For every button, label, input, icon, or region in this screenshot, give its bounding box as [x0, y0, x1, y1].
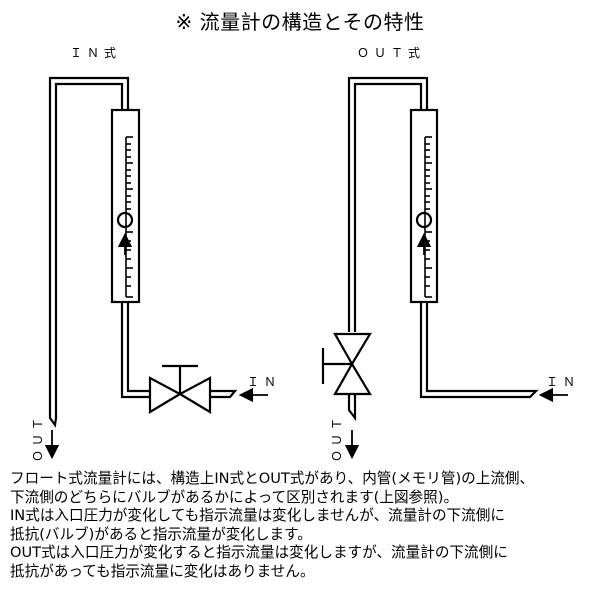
description-line: OUT式は入口圧力が変化すると指示流量は変化しますが、流量計の下流側に	[10, 544, 508, 562]
meter-tube	[110, 108, 141, 304]
meter-tube	[409, 108, 439, 304]
inlet-pipe-a	[120, 302, 150, 399]
description-line: 抵抗(バルブ)があると指示流量が変化します。	[10, 525, 312, 543]
inlet-pipe	[419, 302, 539, 399]
outlet-pipe-b	[347, 394, 357, 422]
outlet-pipe-a	[347, 76, 429, 332]
description-line: 抵抗があっても指示流量に変化はありません。	[10, 562, 315, 580]
out-type-outlet-label: ＯＵＴ	[330, 413, 344, 462]
description-line: 下流側のどちらにバルブがあるかによって区別されます(上図参照)。	[10, 488, 459, 506]
valve-right-cone	[177, 376, 212, 414]
valve-top-cone	[333, 332, 372, 367]
flowmeter-diagrams	[44, 76, 568, 460]
float	[415, 211, 433, 229]
in-type-label: ＩＮ式	[70, 46, 122, 60]
valve-left-cone	[148, 376, 183, 414]
valve-bottom-cone	[333, 361, 372, 396]
out-type-inlet-label: ＩＮ	[546, 375, 581, 389]
out-type-diagram	[321, 76, 568, 460]
in-type-outlet-label: ＯＵＴ	[31, 413, 45, 462]
page-title: ※ 流量計の構造とその特性	[175, 10, 425, 34]
description-line: IN式は入口圧力が変化しても指示流量は変化しませんが、流量計の下流側に	[10, 507, 505, 525]
outlet-pipe	[48, 76, 130, 428]
out-type-label: ＯＵＴ式	[357, 46, 426, 60]
in-type-inlet-label: ＩＮ	[247, 375, 282, 389]
scale	[125, 136, 133, 298]
in-type-diagram	[44, 76, 268, 460]
inlet-pipe-b	[210, 389, 238, 399]
float	[116, 211, 134, 229]
description-line: フロート式流量計には、構造上IN式とOUT式があり、内管(メモリ管)の上流側、	[10, 470, 535, 487]
description: フロート式流量計には、構造上IN式とOUT式があり、内管(メモリ管)の上流側、 …	[10, 470, 600, 582]
